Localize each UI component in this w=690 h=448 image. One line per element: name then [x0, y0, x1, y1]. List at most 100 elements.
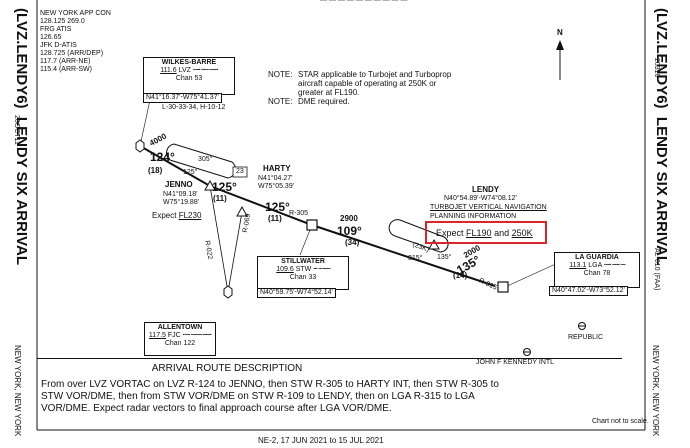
chart-footer: NE-2, 17 JUN 2021 to 15 JUL 2021 — [258, 436, 384, 445]
navaid-chan: Chan 78 — [583, 270, 611, 277]
comms-line: NEW YORK APP CON — [40, 10, 111, 17]
navaid-box-la-guardia: LA GUARDIA 113.1 LGA ·−·· −−· ·− Chan 78 — [554, 252, 640, 288]
fix-lon: W75°05.39' — [258, 183, 295, 190]
vordme-stw-symbol — [306, 219, 318, 231]
navaid-freq-ident: 113.1 LGA ·−·· −−· ·− — [569, 262, 625, 269]
lendy-hold-out: 315° — [408, 255, 423, 262]
fix-jenno: JENNO — [165, 180, 193, 189]
not-to-scale: Chart not to scale. — [592, 418, 649, 425]
airport-jfk-symbol — [523, 348, 531, 356]
radial-label: R-305 — [289, 210, 309, 217]
title-right: (LVZ.LENDY6) LENDY SIX ARRIVAL — [653, 8, 670, 265]
navaid-box-allentown: ALLENTOWN 117.5 FJC ··−· ·−−− −·−· Chan … — [144, 322, 216, 356]
leg-dist: (14) — [453, 271, 468, 280]
navaid-freq-ident: 109.6 STW ··· − ·−− — [276, 266, 331, 273]
leg-dist: (18) — [148, 166, 163, 175]
comms-line: 126.65 — [40, 34, 62, 41]
fix-harty-symbol — [236, 205, 248, 217]
leg-dist: (11) — [268, 214, 282, 223]
navaid-chan: Chan 122 — [164, 340, 196, 347]
fix-lat: N41°04.27' — [258, 175, 293, 182]
lvz-to-box-line — [139, 99, 151, 147]
navaid-coords-stillwater: N40°59.75'-W74°52.14' — [257, 288, 336, 298]
vnav-subheader: PLANNING INFORMATION — [430, 213, 517, 220]
navaid-name: LA GUARDIA — [575, 254, 619, 261]
note-text: greater at FL190. — [298, 88, 360, 97]
fix-jenno-coords: N41°09.18' W75°19.88' — [163, 191, 199, 207]
leg-stw-lendy-course: 109° — [337, 224, 362, 238]
comms-line: 128.125 269.0 — [40, 18, 85, 25]
radial-r069 — [227, 211, 243, 293]
fix-lendy-name: LENDY — [472, 185, 500, 194]
cropped-top-text: — — — — — — — — — — — [320, 0, 408, 4]
holding-pattern-jenno — [166, 143, 236, 179]
dme-23: 23 — [236, 168, 244, 175]
agency-right: AL-610 (FAA) — [653, 248, 660, 291]
fix-lendy-expect: Expect FL190 and 250K — [436, 228, 533, 238]
comms-line: 115.4 (ARR-SW) — [40, 66, 92, 73]
navaid-chan: Chan 33 — [289, 274, 317, 281]
fix-lon: W75°19.88' — [163, 199, 200, 206]
navaid-coords-la-guardia: N40°47.02'-W73°52.12' — [549, 286, 628, 296]
highlight-expect-box — [425, 221, 547, 244]
navaid-name: ALLENTOWN — [157, 324, 203, 331]
fix-jenno-expect: Expect FL230 — [152, 211, 202, 220]
fix-name: JENNO — [165, 180, 193, 189]
lendy-hold-in: 135° — [437, 254, 452, 261]
description-text: From over LVZ VORTAC on LVZ R-124 to JEN… — [41, 379, 499, 414]
navaid-name: STILLWATER — [281, 258, 325, 265]
navaid-box-wilkes-barre: WILKES-BARRE 111.6 LVZ ·−·· ···− −−·· Ch… — [143, 57, 235, 95]
chart-refs: L-30-33-34, H-10-12 — [162, 104, 226, 111]
holding-pattern-lendy — [388, 219, 449, 253]
navaid-freq-ident: 111.6 LVZ ·−·· ···− −−·· — [160, 67, 219, 74]
vordme-lga-symbol — [497, 281, 509, 293]
leg-dist: (34) — [345, 238, 360, 247]
comms-line: 117.7 (ARR-NE) — [40, 58, 91, 65]
vortac-lvz-symbol — [135, 139, 145, 153]
navaid-name: WILKES-BARRE — [161, 59, 217, 66]
lga-box-line — [502, 261, 561, 289]
fix-harty-name: HARTY — [263, 164, 291, 173]
note-text: aircraft capable of operating at 250K or — [298, 79, 437, 88]
holding-course-305: 305° — [198, 156, 213, 163]
fix-lat: N41°09.18' — [163, 191, 198, 198]
leg-lvz-jenno-course: 124° — [150, 150, 175, 164]
leg-stw-lendy-alt: 2900 — [340, 214, 358, 223]
radial-r022 — [209, 185, 229, 293]
comms-line: JFK D-ATIS — [40, 42, 77, 49]
comms-line: 128.725 (ARR/DEP) — [40, 50, 104, 57]
dme-23-box — [232, 166, 248, 178]
airport-jfk-label: JOHN F KENNEDY INTL — [476, 359, 555, 366]
location-right: NEW YORK, NEW YORK — [651, 345, 660, 437]
description-title: ARRIVAL ROUTE DESCRIPTION — [151, 363, 303, 374]
fix-harty-coords: N41°04.27' W75°05.39' — [258, 175, 294, 191]
comms-block: NEW YORK APP CON 128.125 269.0 FRG ATIS … — [40, 10, 111, 74]
vor-fjc-symbol — [223, 285, 233, 299]
navaid-coords-wilkes-barre: N41°16.37'-W75°41.37' — [143, 93, 222, 103]
note-text: STAR applicable to Turbojet and Turbopro… — [298, 70, 452, 79]
fix-jenno-symbol — [204, 179, 216, 191]
arrival-route-line — [139, 145, 496, 287]
leg-harty-stw: 125° — [265, 200, 290, 214]
holding-course-125: 125° — [183, 169, 198, 176]
amdt-code-left: 20OCT11 — [13, 115, 20, 145]
vnav-header: TURBOJET VERTICAL NAVIGATION — [430, 204, 547, 211]
note-text: DME required. — [298, 97, 350, 106]
navaid-box-stillwater: STILLWATER 109.6 STW ··· − ·−− Chan 33 — [257, 256, 349, 290]
fix-lendy-symbol — [428, 238, 440, 250]
note-label: NOTE: — [268, 70, 293, 79]
airport-republic-symbol — [578, 322, 586, 330]
date-code-right: 20310 — [653, 58, 660, 78]
navaid-chan: Chan 53 — [175, 75, 203, 82]
leg-dist: (11) — [213, 194, 227, 203]
airport-republic-label: REPUBLIC — [568, 334, 604, 341]
comms-line: FRG ATIS — [40, 26, 72, 33]
location-left: NEW YORK, NEW YORK — [13, 345, 22, 437]
navaid-freq-ident: 117.5 FJC ··−· ·−−− −·−· — [148, 332, 212, 339]
notes-block: NOTE: STAR applicable to Turbojet and Tu… — [268, 70, 451, 106]
north-label: N — [557, 28, 563, 37]
north-arrow — [556, 40, 564, 80]
fix-lendy-coords: N40°54.89'-W74°08.12' — [444, 195, 517, 202]
leg-jenno-harty: 125° — [212, 180, 237, 194]
